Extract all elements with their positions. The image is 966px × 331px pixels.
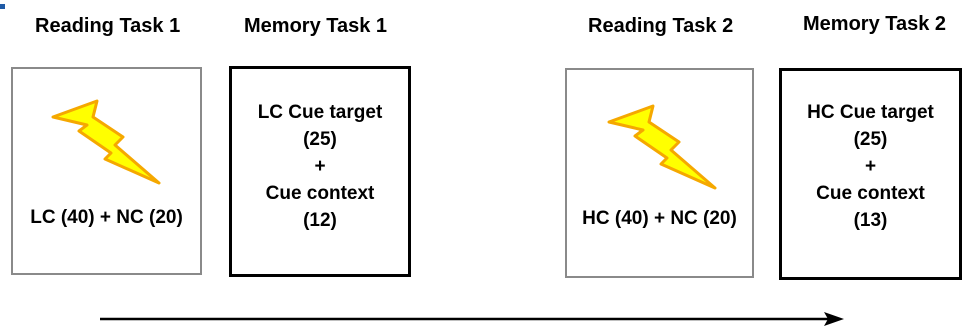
lightning-bolt-shape	[51, 99, 161, 185]
reading-task-2-box: HC (40) + NC (20)	[565, 68, 754, 278]
corner-mark	[0, 4, 5, 9]
reading-task-1-heading: Reading Task 1	[35, 15, 181, 37]
memory-task-1-line-4: Cue context	[265, 183, 375, 204]
lightning-icon	[607, 104, 717, 190]
memory-task-1-line-3: +	[314, 156, 326, 177]
reading-task-2-heading: Reading Task 2	[588, 15, 734, 37]
memory-task-1-line-2: (25)	[303, 129, 337, 150]
memory-task-1-box: LC Cue target (25) + Cue context (12)	[229, 66, 411, 277]
memory-task-2-line-3: +	[864, 156, 877, 177]
memory-task-1-line-1: LC Cue target	[257, 102, 383, 123]
memory-task-2-line-4: Cue context	[816, 183, 925, 204]
timeline-arrowhead	[824, 312, 844, 326]
memory-task-2-line-1: HC Cue target	[807, 102, 934, 123]
memory-task-2-text: HC Cue target (25) + Cue context (13)	[782, 99, 959, 234]
lightning-bolt-shape	[607, 104, 717, 190]
reading-task-1-label: LC (40) + NC (20)	[30, 207, 183, 228]
arrow-right-icon	[100, 312, 844, 326]
memory-task-2-heading: Memory Task 2	[803, 13, 947, 35]
memory-task-1-text: LC Cue target (25) + Cue context (12)	[232, 99, 408, 234]
reading-task-1-box: LC (40) + NC (20)	[11, 67, 202, 275]
memory-task-1-line-5: (12)	[303, 210, 337, 231]
memory-task-1-heading: Memory Task 1	[244, 15, 388, 37]
memory-task-2-box: HC Cue target (25) + Cue context (13)	[779, 68, 962, 280]
reading-task-2-label: HC (40) + NC (20)	[582, 208, 737, 229]
memory-task-2-line-2: (25)	[853, 129, 888, 150]
memory-task-2-line-5: (13)	[853, 210, 888, 231]
lightning-icon	[51, 99, 161, 185]
